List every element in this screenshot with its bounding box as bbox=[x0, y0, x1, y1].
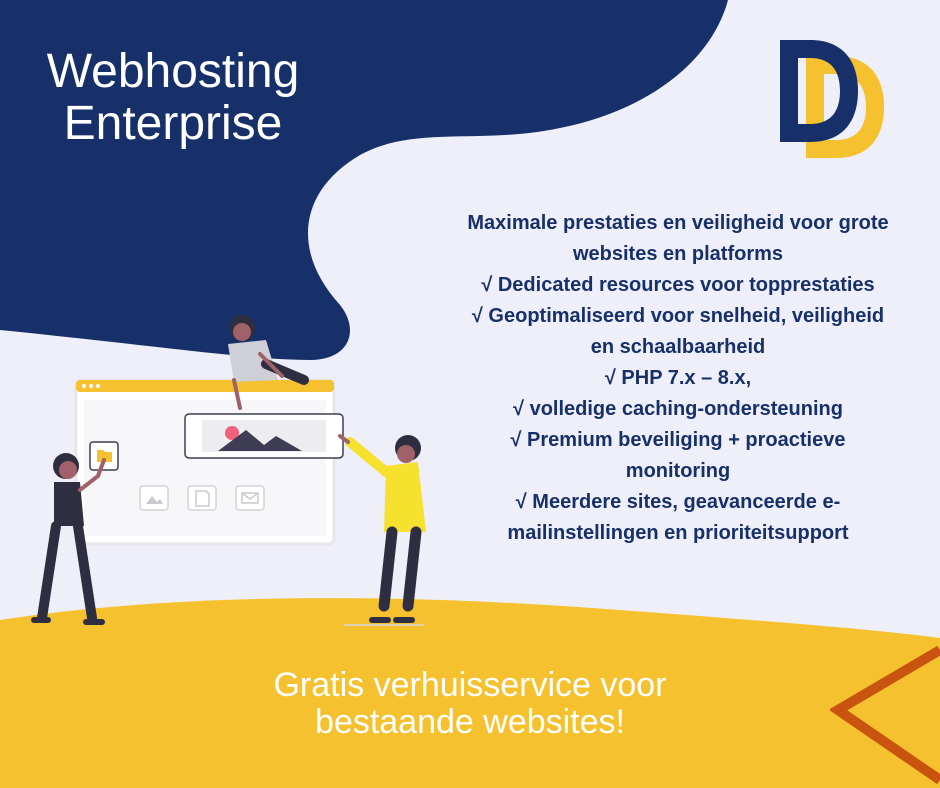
feature-line: monitoring bbox=[625, 460, 731, 482]
title-line-1: Webhosting bbox=[46, 45, 300, 98]
feature-list: Maximale prestaties en veiligheid voor g… bbox=[432, 208, 924, 549]
feature-line: en schaalbaarheid bbox=[590, 336, 766, 358]
footer-line-2: bestaande websites! bbox=[315, 703, 625, 741]
person-left-icon bbox=[31, 453, 106, 625]
feature-line: Maximale prestaties en veiligheid voor g… bbox=[467, 212, 889, 234]
person-sitting-icon bbox=[228, 315, 309, 410]
navy-blob bbox=[0, 0, 728, 360]
footer-tagline: Gratis verhuisservice voor bestaande web… bbox=[180, 667, 760, 741]
feature-line: √ Geoptimaliseerd voor snelheid, veiligh… bbox=[471, 305, 885, 327]
page-title: Webhosting Enterprise bbox=[18, 46, 328, 150]
dd-logo-icon bbox=[780, 40, 884, 158]
folder-card-icon bbox=[89, 441, 119, 471]
feature-line: √ Premium beveiliging + proactieve bbox=[510, 429, 846, 451]
feature-line: √ Meerdere sites, geavanceerde e- bbox=[515, 491, 841, 513]
footer-line-1: Gratis verhuisservice voor bbox=[273, 666, 667, 704]
yellow-hill bbox=[0, 598, 940, 788]
image-card-icon bbox=[184, 413, 344, 459]
chevron-left-icon bbox=[830, 645, 940, 785]
feature-line: √ Dedicated resources voor topprestaties bbox=[481, 274, 875, 296]
feature-line: √ volledige caching-ondersteuning bbox=[513, 398, 843, 420]
feature-line: √ PHP 7.x – 8.x, bbox=[604, 367, 752, 389]
title-line-2: Enterprise bbox=[63, 97, 283, 150]
feature-line: websites en platforms bbox=[572, 243, 784, 265]
person-right-icon bbox=[338, 434, 426, 626]
team-website-illustration bbox=[31, 315, 426, 626]
feature-line: mailinstellingen en prioriteitsupport bbox=[507, 522, 849, 544]
